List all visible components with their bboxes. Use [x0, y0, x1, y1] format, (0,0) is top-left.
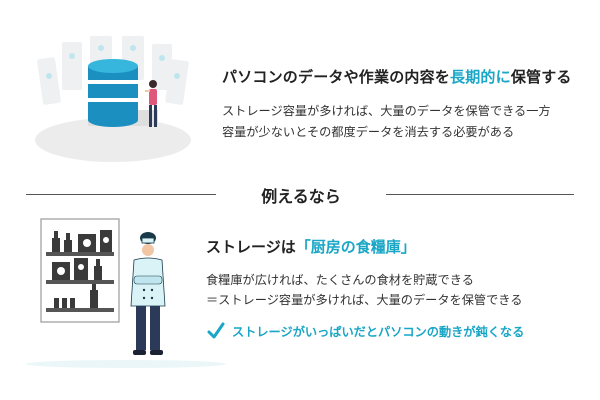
- top-heading-tail: 保管する: [510, 68, 572, 86]
- divider-line-left: [26, 194, 216, 195]
- bottom-heading: ストレージは「厨房の食糧庫」: [206, 236, 416, 257]
- top-heading: パソコンのデータや作業の内容を長期的に保管する: [222, 66, 572, 87]
- check-note: ストレージがいっぱいだとパソコンの動きが鈍くなる: [206, 321, 524, 341]
- divider-line-right: [386, 194, 574, 195]
- database-icon: [88, 59, 138, 127]
- check-note-text: ストレージがいっぱいだとパソコンの動きが鈍くなる: [232, 325, 525, 339]
- top-heading-highlight: 長期的に: [450, 68, 511, 86]
- bottom-description: 食糧庫が広ければ、たくさんの食材を貯蔵できる ＝ストレージ容量が多ければ、大量の…: [206, 270, 522, 310]
- person-figure: [145, 80, 157, 127]
- floor-shadow: [26, 354, 226, 368]
- chef-illustration: [118, 226, 188, 366]
- pantry-shelf-illustration: [40, 218, 120, 323]
- check-icon: [206, 321, 226, 341]
- bottom-description-line-2: ＝ストレージ容量が多ければ、大量のデータを保管できる: [206, 293, 523, 307]
- divider-label: 例えるなら: [261, 187, 341, 206]
- database-illustration: [28, 22, 198, 172]
- top-description-line-2: 容量が少ないとその都度データを消去する必要がある: [222, 125, 515, 139]
- bottom-heading-text: ストレージは: [206, 238, 296, 256]
- bottom-heading-highlight: 「厨房の食糧庫」: [295, 238, 416, 256]
- bottom-description-line-1: 食糧庫が広ければ、たくさんの食材を貯蔵できる: [206, 273, 474, 287]
- top-description-line-1: ストレージ容量が多ければ、大量のデータを保管できる一方: [222, 104, 551, 118]
- top-heading-text: パソコンのデータや作業の内容を: [222, 68, 451, 86]
- top-description: ストレージ容量が多ければ、大量のデータを保管できる一方 容量が少ないとその都度デ…: [222, 101, 551, 143]
